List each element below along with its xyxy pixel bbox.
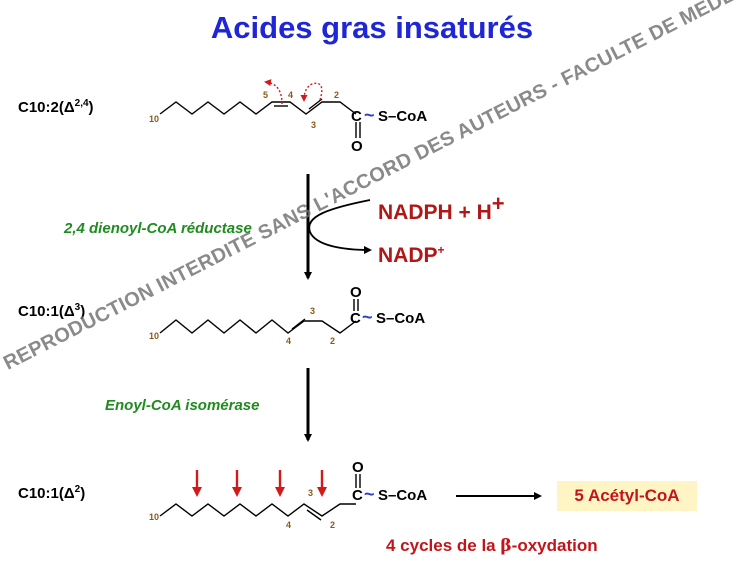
compound-label-dienoyl: C10:2(Δ2,4) (18, 98, 94, 116)
product-acetyl-coa-box: 5 Acétyl-CoA (557, 481, 697, 511)
position-4: 4 (288, 90, 293, 100)
position-10: 10 (149, 331, 159, 341)
position-4: 4 (286, 336, 291, 346)
compound-name: C10:2(Δ (18, 99, 75, 116)
cycles-text-end: -oxydation (511, 536, 598, 555)
position-3: 3 (311, 120, 316, 130)
electron-shift-arrow (300, 82, 323, 102)
position-10: 10 (149, 512, 159, 522)
coa-group: S–CoA (378, 487, 427, 504)
cofactor-proton-charge: + (491, 191, 505, 216)
compound-name-end: ) (80, 485, 86, 502)
page-title: Acides gras insaturés (210, 10, 534, 45)
carbonyl-oxygen: O (351, 138, 363, 155)
carbonyl-oxygen: O (352, 459, 364, 476)
cofactor-nadp-text: NADP (378, 244, 438, 267)
compound-label-delta3: C10:1(Δ3) (18, 302, 85, 320)
double-bond-3-4 (291, 318, 306, 330)
compound-delta-positions: 2,4 (74, 98, 89, 109)
thioester-tilde: ~ (364, 484, 375, 504)
thioester-tilde: ~ (364, 105, 375, 125)
beta-oxidation-cycles-label: 4 cycles de la β-oxydation (386, 536, 598, 556)
carbonyl-oxygen: O (350, 284, 362, 301)
cycles-text: 4 cycles de la (386, 536, 501, 555)
cofactor-nadp-charge: + (437, 243, 445, 257)
position-5: 5 (263, 90, 268, 100)
cofactor-nadph-text: NADPH + H (378, 201, 492, 224)
coa-group: S–CoA (376, 310, 425, 327)
position-3: 3 (308, 488, 313, 498)
cofactor-nadp: NADP+ (378, 243, 445, 268)
compound-delta-positions: 2 (74, 484, 81, 495)
carbonyl-carbon: C (352, 487, 363, 504)
compound-name-end: ) (88, 99, 94, 116)
beta-symbol: β (500, 536, 512, 556)
cofactor-exchange-arrow (308, 199, 372, 254)
thioester-tilde: ~ (362, 307, 373, 327)
enzyme-reductase-label: 2,4 dienoyl-CoA réductase (64, 220, 252, 237)
compound-name: C10:1(Δ (18, 303, 75, 320)
coa-group: S–CoA (378, 108, 427, 125)
position-4: 4 (286, 520, 291, 530)
carbonyl-carbon: C (350, 310, 361, 327)
position-2: 2 (330, 336, 335, 346)
compound-name-end: ) (80, 303, 86, 320)
molecule-dienoyl-coa: C O ~ S–CoA 10 5 4 3 2 (149, 79, 427, 155)
compound-label-delta2: C10:1(Δ2) (18, 484, 85, 502)
carbonyl-carbon: C (351, 108, 362, 125)
compound-name: C10:1(Δ (18, 485, 75, 502)
carbon-chain (159, 503, 356, 517)
double-bond-2-3 (306, 509, 322, 521)
carbon-chain (159, 319, 357, 334)
position-2: 2 (330, 520, 335, 530)
double-bond-2-3 (308, 98, 323, 110)
enzyme-isomerase-label: Enoyl-CoA isomérase (105, 397, 260, 414)
position-10: 10 (149, 114, 159, 124)
electron-shift-arrow (264, 79, 283, 105)
molecule-delta3-enoyl-coa: O C ~ S–CoA 10 3 4 2 (149, 284, 425, 346)
compound-delta-positions: 3 (74, 302, 81, 313)
molecule-delta2-enoyl-coa: O C ~ S–CoA 10 3 4 2 (149, 459, 427, 530)
position-3: 3 (310, 306, 315, 316)
carbon-chain (159, 101, 357, 115)
position-2: 2 (334, 90, 339, 100)
cofactor-nadph: NADPH + H+ (378, 191, 505, 225)
